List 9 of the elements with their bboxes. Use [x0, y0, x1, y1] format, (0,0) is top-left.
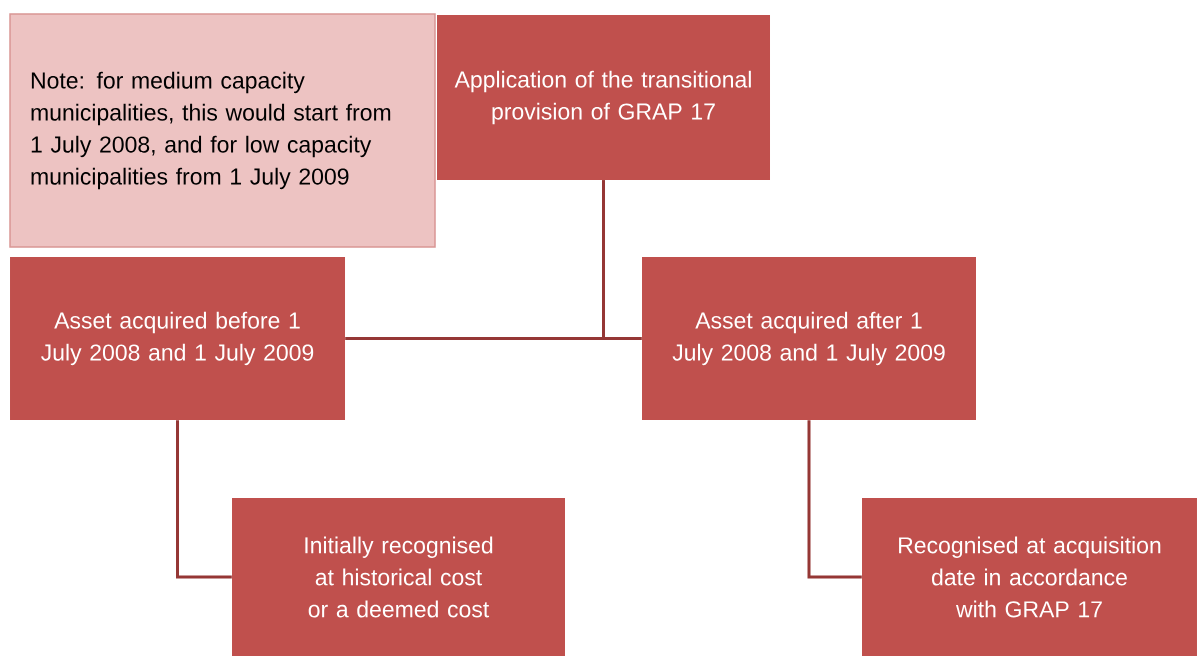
process-box: Recognised at acquisition date in accordance with GRAP 17: [862, 498, 1197, 656]
connector-line: [807, 420, 862, 579]
note-box: Note: for medium capacity municipalities, this would start from 1 July 2008, and for low capacity municipalities from 1 July 2009: [9, 13, 436, 248]
process-box: Application of the transitional provision of GRAP 17: [437, 15, 770, 180]
connector-line: [176, 420, 232, 579]
connector-line: [602, 180, 642, 340]
process-box: Asset acquired before 1 July 2008 and 1 July 2009: [10, 257, 345, 420]
process-box: Asset acquired after 1 July 2008 and 1 July 2009: [642, 257, 976, 420]
process-box: Initially recognised at historical cost or a deemed cost: [232, 498, 565, 656]
